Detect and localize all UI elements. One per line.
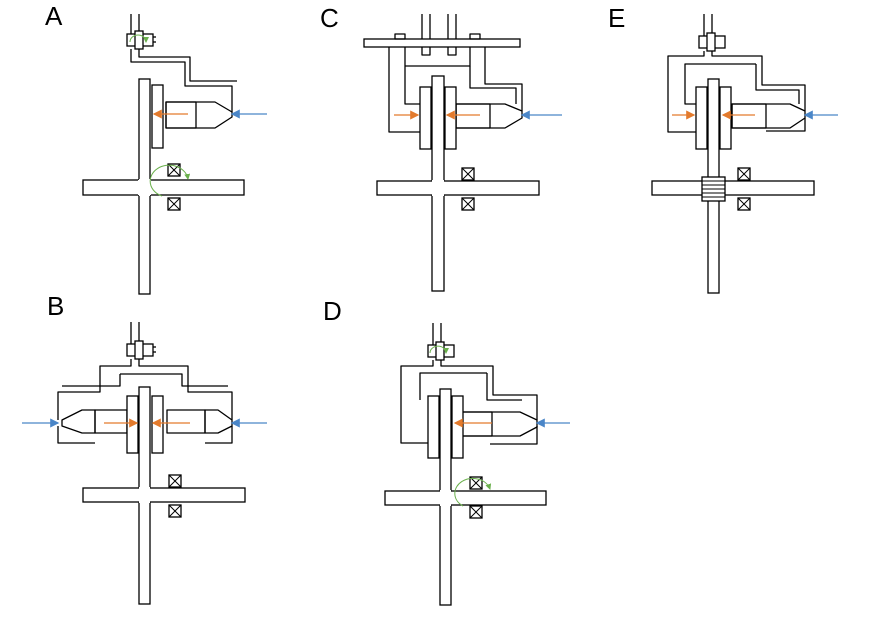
panel-label-b: B <box>47 291 64 321</box>
brake-pad-c-right <box>444 86 457 150</box>
brake-pad-d-left <box>427 395 440 459</box>
wheel-c <box>376 180 540 196</box>
wheel-a <box>82 179 245 196</box>
panel-label-c: C <box>320 3 339 33</box>
panel-label-d: D <box>323 296 342 326</box>
bearing-c-top <box>461 167 475 181</box>
bearing-e-top <box>737 167 751 181</box>
brake-pad-d-right <box>451 395 464 459</box>
panel-d: D <box>323 296 570 606</box>
bearing-b-top <box>168 474 182 488</box>
rotation-arrow-a <box>149 164 191 197</box>
crossbar-c <box>363 38 521 48</box>
piston-c <box>455 103 491 129</box>
panel-e: E <box>608 3 838 294</box>
wheel-e <box>651 180 815 196</box>
brake-pad-e-left <box>695 86 708 150</box>
wheel-d <box>384 490 547 506</box>
rotation-arrow-d <box>454 477 492 507</box>
caliper-frame-e <box>667 51 705 133</box>
brake-pad-e-right <box>719 86 732 150</box>
bearing-c-bottom <box>461 197 475 211</box>
piston-d <box>459 411 493 437</box>
panel-label-a: A <box>45 1 63 31</box>
panel-b: B <box>22 291 267 605</box>
panel-c: C <box>320 3 562 292</box>
piston-b-right <box>166 409 206 434</box>
bearing-b-bottom <box>168 504 182 518</box>
piston-a <box>165 101 197 129</box>
bearing-d-bottom <box>469 505 483 519</box>
bearing-a-bottom <box>167 197 181 211</box>
brake-pad-b-left <box>126 395 139 454</box>
panel-a: A <box>45 1 267 295</box>
piston-b-left <box>94 409 128 434</box>
wheel-b <box>82 487 246 503</box>
caliper-frame-a <box>130 49 233 112</box>
brake-pad-c-left <box>419 86 432 150</box>
caliper-frame-d <box>400 360 434 444</box>
caliper-frame-b <box>57 359 132 420</box>
caliper-frame-c <box>388 47 420 133</box>
panel-label-e: E <box>608 3 625 33</box>
brake-pad-b-right <box>151 395 164 454</box>
piston-e <box>731 103 767 129</box>
brake-pad-a <box>151 84 164 149</box>
bearing-e-bottom <box>737 197 751 211</box>
